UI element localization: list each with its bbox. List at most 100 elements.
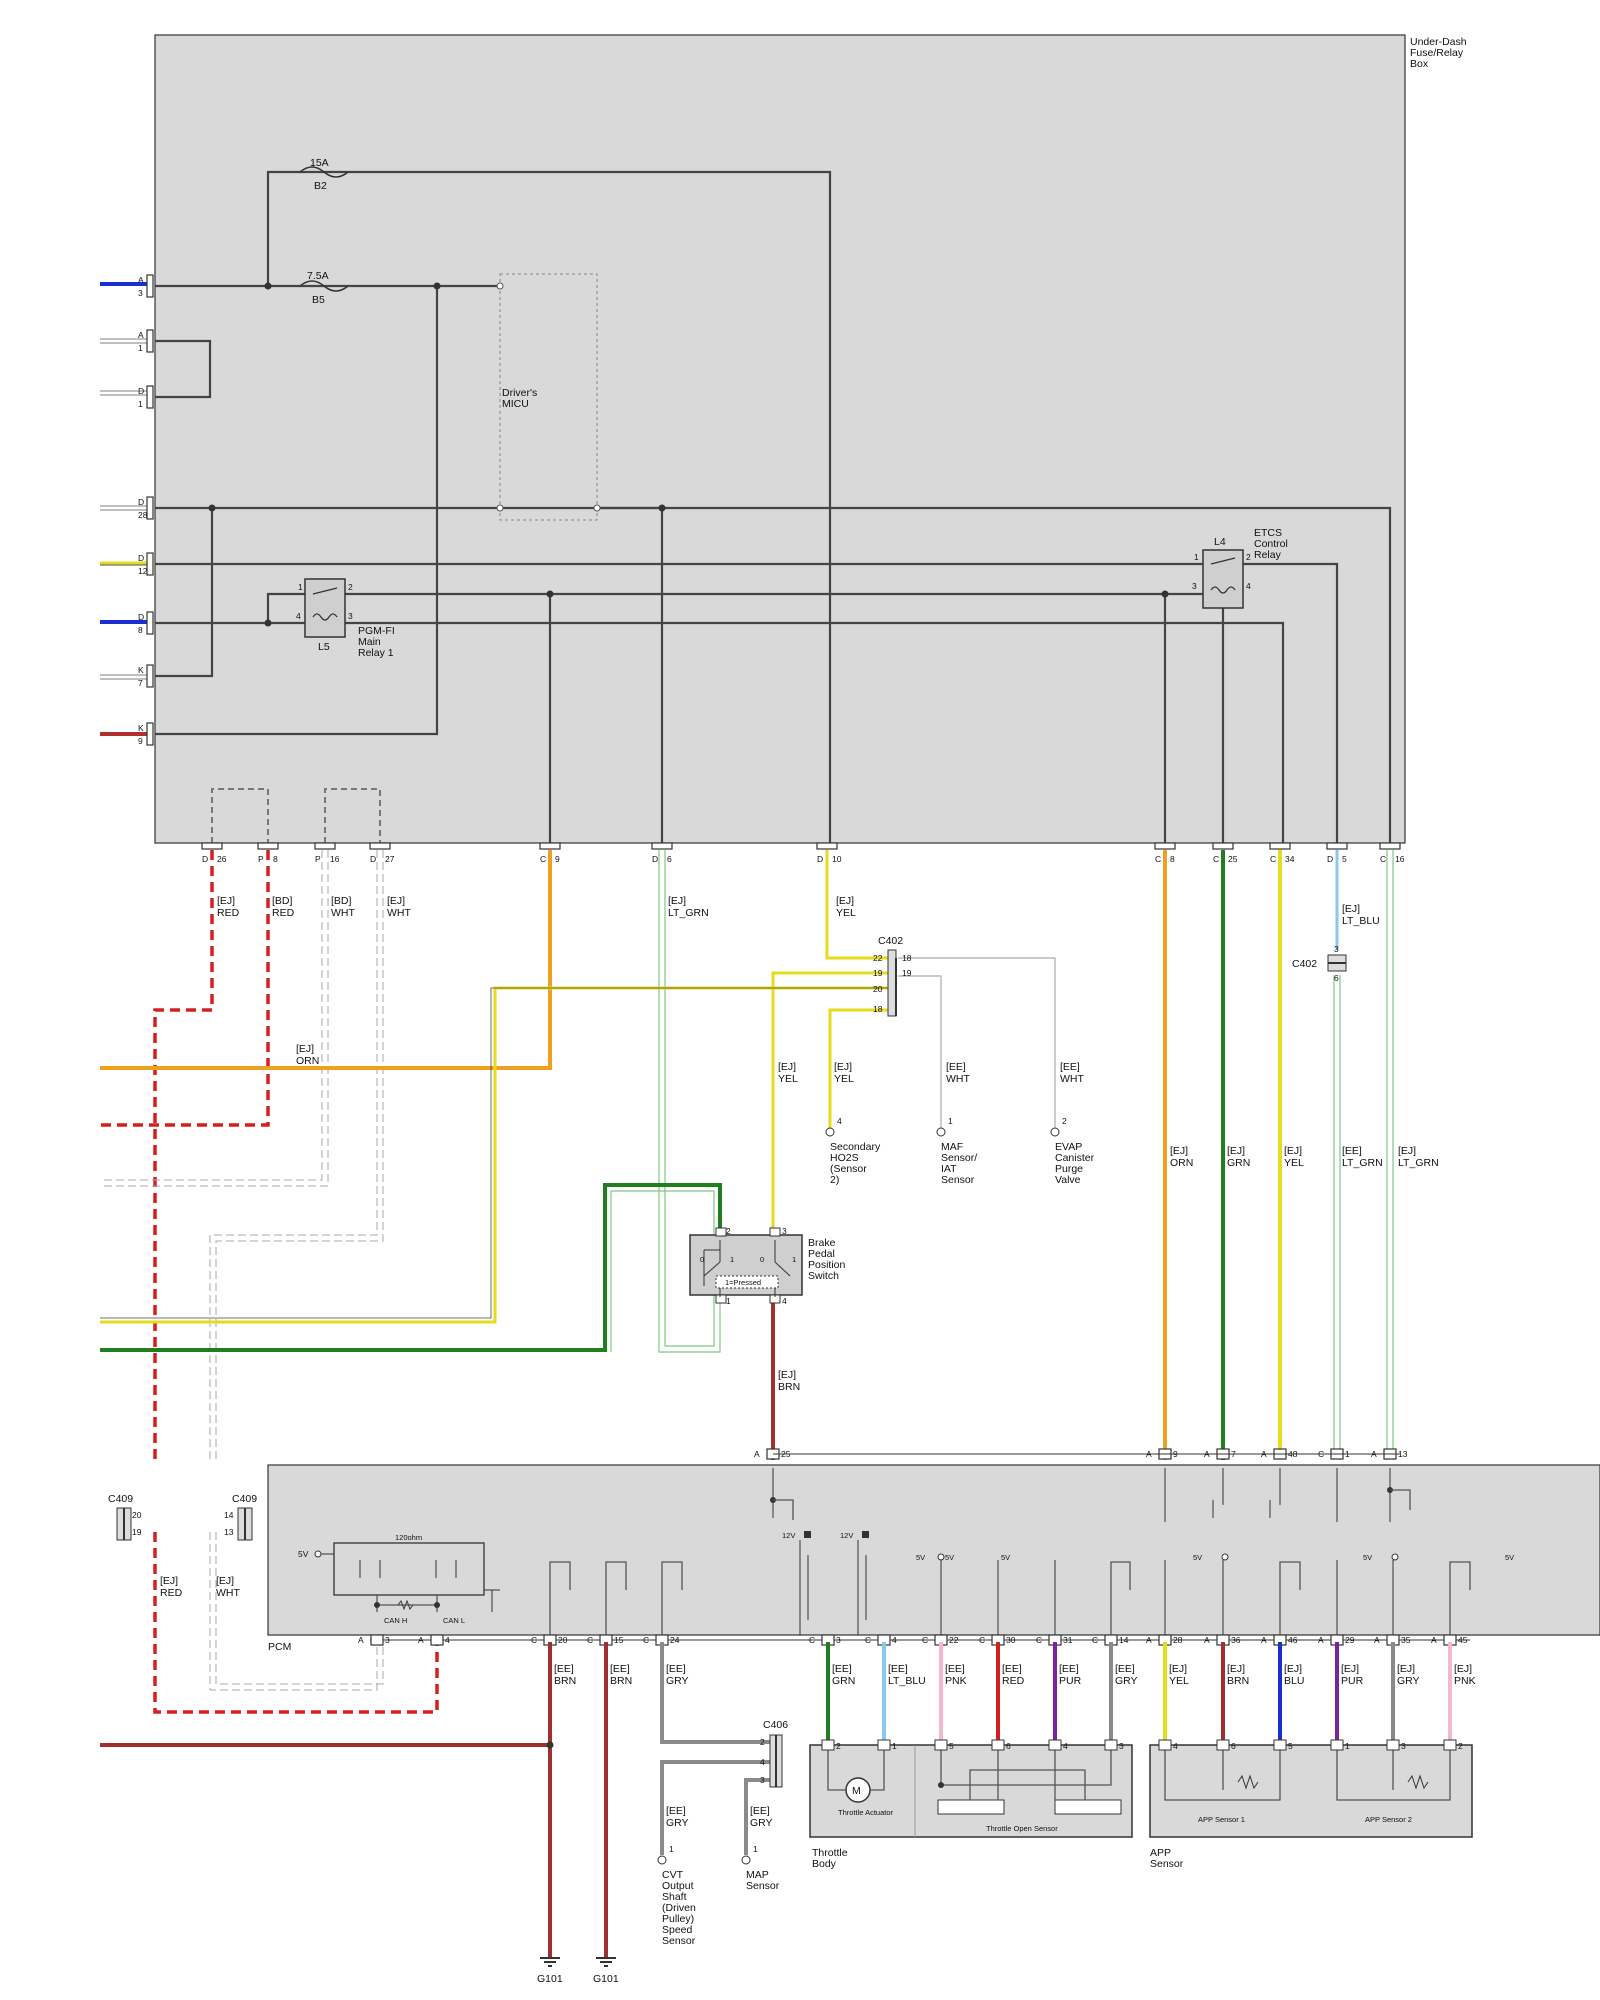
sensor-pin xyxy=(991,1739,1005,1751)
wire-color: BLU xyxy=(1284,1675,1304,1687)
pin-number: 36 xyxy=(1231,1635,1241,1645)
sensor-pin xyxy=(1273,1739,1287,1751)
svg-text:ORN: ORN xyxy=(1170,1157,1193,1169)
ground-g101-a: G101 xyxy=(537,1957,563,1985)
svg-text:[EJ]: [EJ] xyxy=(296,1043,314,1055)
ground-g101-b: G101 xyxy=(593,1957,619,1985)
svg-text:4: 4 xyxy=(1246,581,1251,591)
svg-text:APP Sensor 2: APP Sensor 2 xyxy=(1365,1815,1412,1824)
fuse-b2: 15A B2 xyxy=(299,157,349,192)
wire-code: [EE] xyxy=(832,1663,852,1675)
connector-letter: D xyxy=(138,553,144,563)
svg-text:WHT: WHT xyxy=(216,1587,240,1599)
pin-letter: A xyxy=(1374,1635,1380,1645)
connector-tab xyxy=(146,329,154,353)
wire-code: [EE] xyxy=(1002,1663,1022,1675)
connector-letter: D xyxy=(202,854,208,864)
svg-text:[EJ]: [EJ] xyxy=(778,1061,796,1073)
wire-color: YEL xyxy=(1169,1675,1189,1687)
pin-number: 3 xyxy=(836,1635,841,1645)
svg-text:RED: RED xyxy=(272,907,295,919)
svg-text:20: 20 xyxy=(132,1510,142,1520)
svg-text:LT_GRN: LT_GRN xyxy=(668,907,709,919)
connector-pin: 1 xyxy=(138,399,143,409)
sensor-pin xyxy=(934,1739,948,1751)
wire-code: [EE] xyxy=(1059,1663,1079,1675)
connector-tab xyxy=(146,385,154,409)
pin-letter: C xyxy=(979,1635,985,1645)
pcm-bottom-wires xyxy=(100,1642,1452,1958)
svg-text:[EE]: [EE] xyxy=(946,1061,966,1073)
svg-text:22: 22 xyxy=(873,953,883,963)
connector-pin: 8 xyxy=(1170,854,1175,864)
connector-pin: 34 xyxy=(1285,854,1295,864)
svg-text:CAN L: CAN L xyxy=(443,1616,465,1625)
sensor-pin xyxy=(1216,1739,1230,1751)
svg-text:14: 14 xyxy=(224,1510,234,1520)
svg-text:12V: 12V xyxy=(840,1531,853,1540)
wire-color: PUR xyxy=(1341,1675,1364,1687)
svg-text:BRN: BRN xyxy=(778,1381,800,1393)
svg-text:120ohm: 120ohm xyxy=(395,1533,422,1542)
wire-code: [EE] xyxy=(610,1663,630,1675)
wire-code: [EE] xyxy=(945,1663,965,1675)
svg-text:[EJ]: [EJ] xyxy=(834,1061,852,1073)
sensor-pin-number: 5 xyxy=(1288,1741,1293,1751)
connector-pin: 9 xyxy=(555,854,560,864)
connector-letter: K xyxy=(138,665,144,675)
svg-text:[BD]: [BD] xyxy=(331,895,352,907)
wire-color: RED xyxy=(1002,1675,1025,1687)
svg-text:[EJ]: [EJ] xyxy=(1170,1145,1188,1157)
svg-text:[EJ]: [EJ] xyxy=(1284,1145,1302,1157)
wire-color: BRN xyxy=(554,1675,576,1687)
wire-labels: [EJ]RED [BD]RED [BD]WHT [EJ]WHT [EJ]LT_G… xyxy=(160,895,1439,1599)
svg-text:[EJ]: [EJ] xyxy=(1398,1145,1416,1157)
svg-text:7.5A: 7.5A xyxy=(307,270,329,282)
pin-letter: A xyxy=(754,1449,760,1459)
svg-text:4: 4 xyxy=(782,1296,787,1306)
connector-tab xyxy=(257,842,279,850)
sensor-pin-number: 3 xyxy=(1401,1741,1406,1751)
svg-text:5V: 5V xyxy=(1363,1553,1372,1562)
connector-tab xyxy=(1269,842,1291,850)
pin-number: 35 xyxy=(1401,1635,1411,1645)
svg-text:18: 18 xyxy=(902,953,912,963)
pin-letter: C xyxy=(1092,1635,1098,1645)
connector-letter: K xyxy=(138,723,144,733)
svg-text:1: 1 xyxy=(669,1844,674,1854)
svg-text:19: 19 xyxy=(902,968,912,978)
sensor-pin xyxy=(1330,1739,1344,1751)
pin-number: 24 xyxy=(670,1635,680,1645)
c402-connector: C402 22 19 20 18 18 19 xyxy=(873,935,912,1017)
svg-text:3: 3 xyxy=(348,611,353,621)
pcm-label: PCM xyxy=(268,1641,291,1653)
svg-text:C409: C409 xyxy=(232,1493,257,1505)
svg-text:YEL: YEL xyxy=(836,907,856,919)
sensor-pin-number: 1 xyxy=(1345,1741,1350,1751)
pin-number: 13 xyxy=(1398,1449,1408,1459)
wire-color: GRY xyxy=(1115,1675,1138,1687)
sensor-pin-number: 6 xyxy=(1006,1741,1011,1751)
pin-letter: A xyxy=(1146,1635,1152,1645)
connector-letter: A xyxy=(138,275,144,285)
connector-pin: 7 xyxy=(138,678,143,688)
pin-letter: A xyxy=(1261,1635,1267,1645)
pin-letter: C xyxy=(643,1635,649,1645)
connector-tab xyxy=(146,496,154,520)
svg-text:5V: 5V xyxy=(1505,1553,1514,1562)
svg-text:6: 6 xyxy=(1334,973,1339,983)
svg-text:C402: C402 xyxy=(878,935,903,947)
svg-text:4: 4 xyxy=(837,1116,842,1126)
pcm-box xyxy=(267,1464,1600,1636)
pcm-pin xyxy=(430,1634,444,1646)
svg-text:2: 2 xyxy=(1062,1116,1067,1126)
